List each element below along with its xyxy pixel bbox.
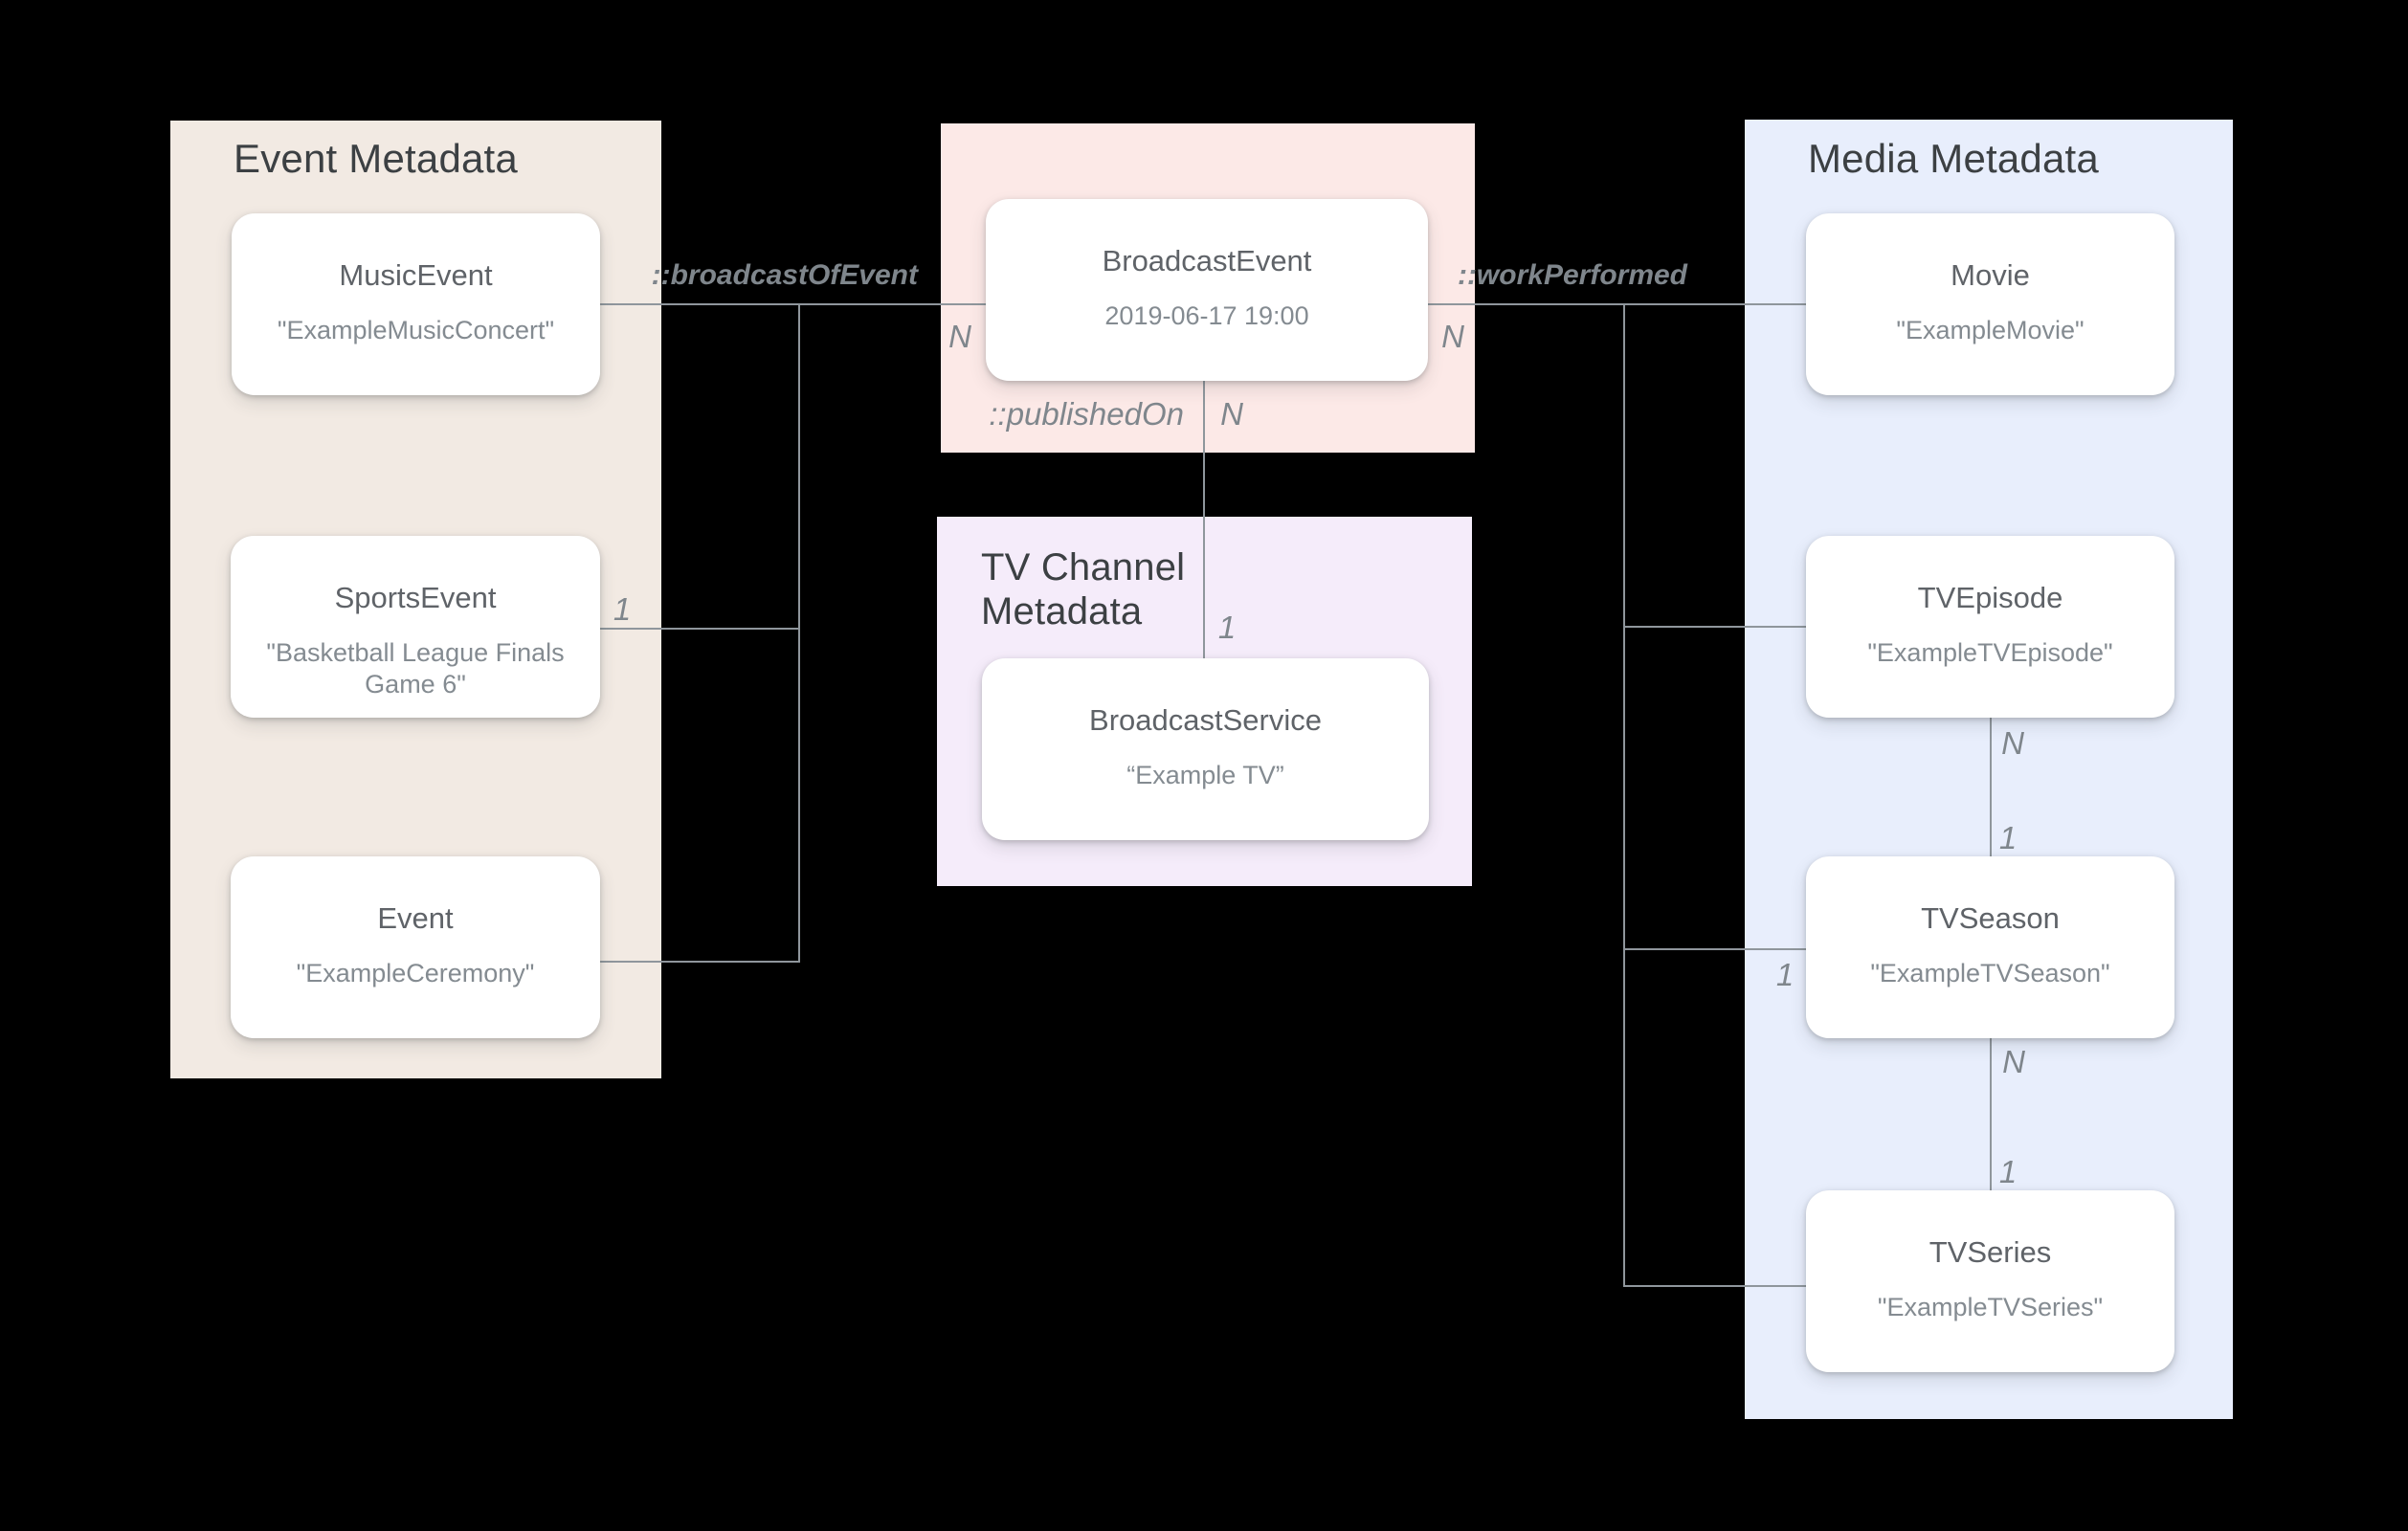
node-title: BroadcastService [1089, 703, 1322, 737]
node-title: SportsEvent [334, 581, 497, 614]
node-title: TVEpisode [1917, 581, 2063, 614]
node-value: "ExampleMovie" [1896, 316, 2085, 344]
node-title: BroadcastEvent [1102, 244, 1312, 277]
cardinality-episode-season-n: N [2001, 725, 2024, 761]
cardinality-season-series-n: N [2002, 1044, 2025, 1079]
node-tv-season: TVSeason "ExampleTVSeason" [1806, 856, 2174, 1038]
cardinality-episode-season-1: 1 [1998, 820, 2018, 855]
media-metadata-title: Media Metadata [1808, 136, 2099, 181]
edge-publishedon-vertical [1203, 381, 1205, 658]
node-title: MusicEvent [339, 258, 493, 292]
edge-tvseason-branch [1623, 948, 1806, 950]
cardinality-season-series-1: 1 [1998, 1154, 2018, 1189]
cardinality-sportsevent-1: 1 [613, 591, 632, 627]
node-broadcast-event: BroadcastEvent 2019-06-17 19:00 [986, 199, 1428, 381]
node-tv-episode: TVEpisode "ExampleTVEpisode" [1806, 536, 2174, 718]
event-metadata-title: Event Metadata [234, 136, 518, 181]
node-value: "ExampleMusicConcert" [277, 316, 555, 344]
node-title: Event [377, 901, 454, 935]
node-event: Event "ExampleCeremony" [231, 856, 600, 1038]
node-value: "ExampleTVSeries" [1877, 1293, 2104, 1321]
cardinality-publishedon-n: N [1220, 396, 1243, 432]
node-value: 2019-06-17 19:00 [1104, 301, 1309, 330]
node-tv-series: TVSeries "ExampleTVSeries" [1806, 1190, 2174, 1372]
cardinality-broadcastevent-left-n: N [948, 319, 971, 354]
cardinality-broadcastevent-right-n: N [1441, 319, 1464, 354]
edge-episode-season-vertical [1990, 718, 1992, 856]
node-value: "Basketball League Finals Game 6" [266, 638, 565, 699]
edge-event-branch [600, 961, 800, 963]
node-broadcast-service: BroadcastService “Example TV” [982, 658, 1429, 840]
node-value: "ExampleCeremony" [296, 959, 535, 987]
node-value: “Example TV” [1126, 761, 1284, 789]
cardinality-tvseason-left-1: 1 [1775, 957, 1795, 992]
work-performed-label: ::workPerformed [1457, 259, 1687, 291]
edge-broadcastevent-movie [1428, 303, 1806, 305]
node-title: TVSeries [1929, 1235, 2052, 1269]
edge-tvepisode-branch [1623, 626, 1806, 628]
node-value: "ExampleTVEpisode" [1867, 638, 2113, 667]
node-title: TVSeason [1921, 901, 2060, 935]
tv-channel-metadata-title: TV Channel Metadata [981, 546, 1186, 632]
published-on-label: ::publishedOn [989, 396, 1184, 432]
event-trunk-vertical [798, 303, 800, 963]
node-value: "ExampleTVSeason" [1870, 959, 2110, 987]
edge-sportsevent-branch [600, 628, 800, 630]
edge-musicevent-broadcastevent [600, 303, 988, 305]
node-title: Movie [1951, 258, 2030, 292]
edge-season-series-vertical [1990, 1038, 1992, 1190]
cardinality-broadcastservice-1: 1 [1217, 610, 1237, 645]
edge-tvseries-branch [1623, 1285, 1806, 1287]
node-movie: Movie "ExampleMovie" [1806, 213, 2174, 395]
broadcast-of-event-label: ::broadcastOfEvent [651, 259, 918, 291]
node-sports-event: SportsEvent "Basketball League Finals Ga… [231, 536, 600, 718]
media-trunk-vertical [1623, 303, 1625, 1287]
node-music-event: MusicEvent "ExampleMusicConcert" [232, 213, 600, 395]
